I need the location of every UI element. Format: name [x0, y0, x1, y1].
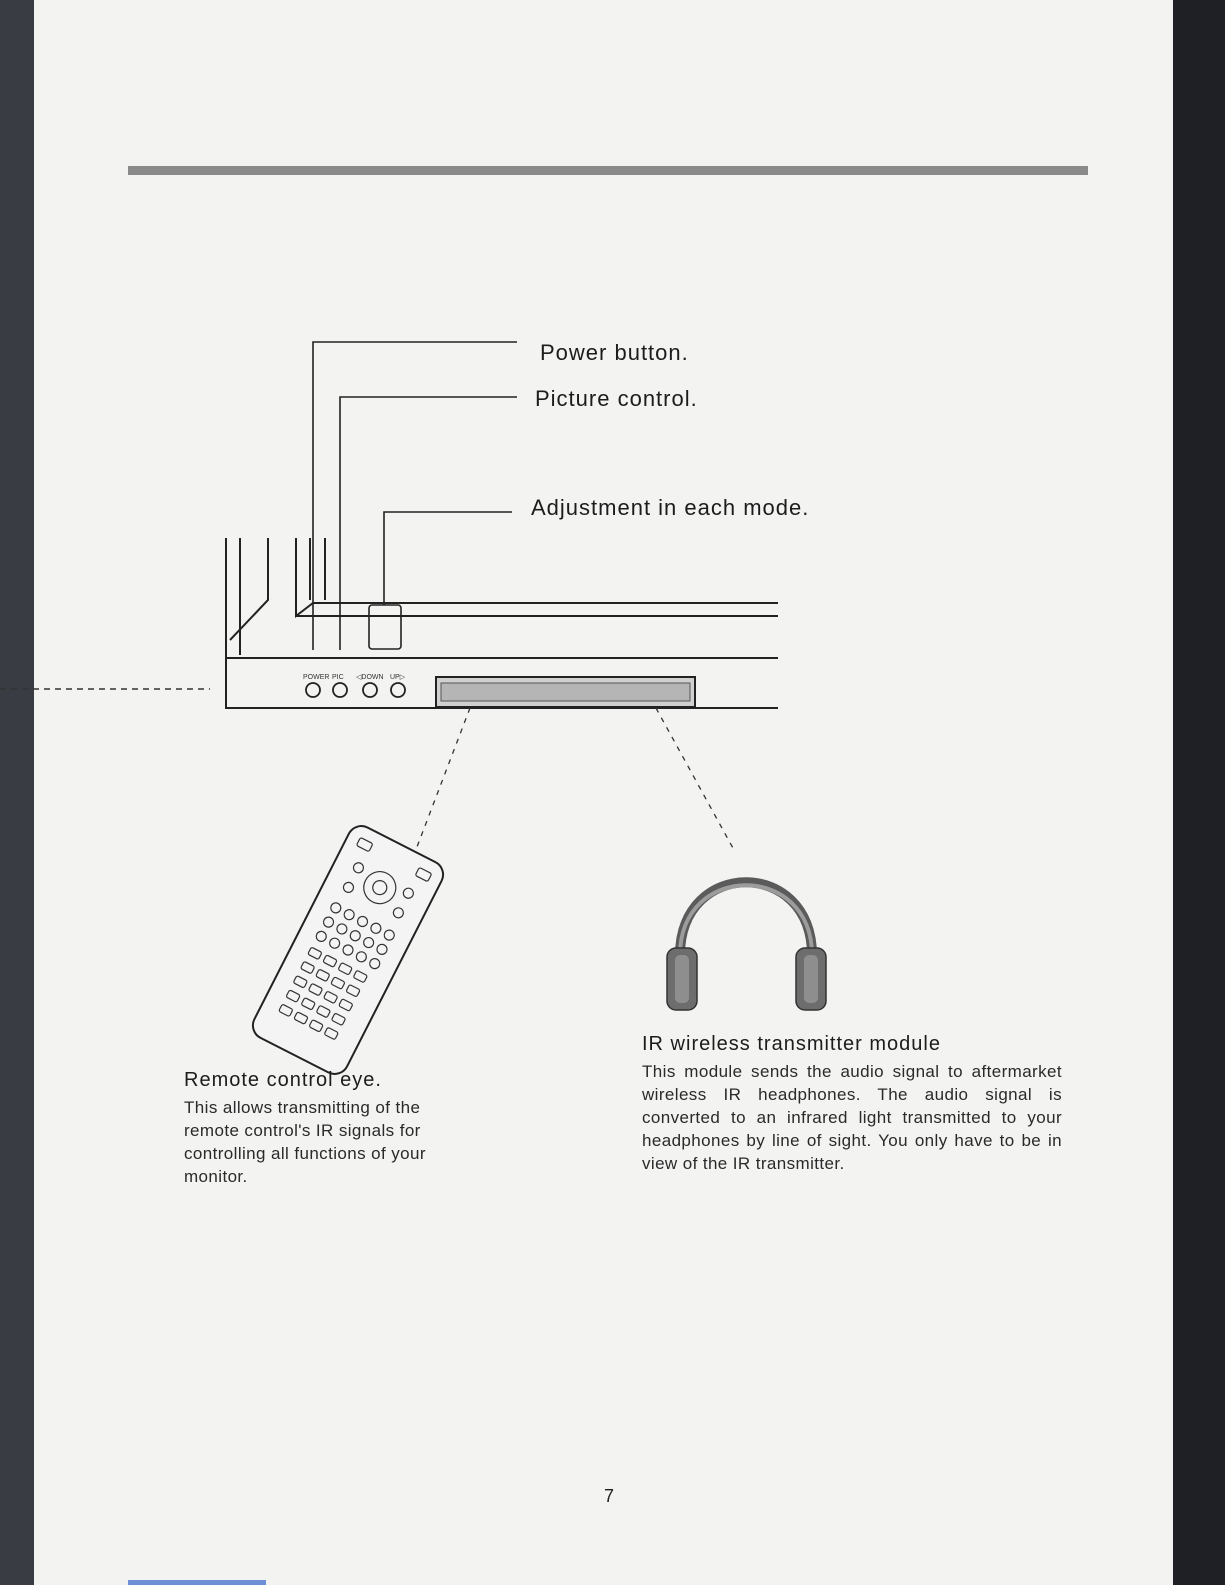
up-panel-button — [390, 682, 406, 698]
monitor-frame — [225, 538, 778, 709]
callout-picture-control: Picture control. — [535, 386, 698, 411]
ir-module-caption-body: This module sends the audio signal to af… — [642, 1062, 1062, 1173]
page-edge-left — [0, 0, 34, 1585]
callout-adjustment: Adjustment in each mode. — [531, 495, 810, 520]
page-edge-right — [1173, 0, 1225, 1585]
panel-label-power: POWER — [303, 674, 329, 681]
down-panel-button — [362, 682, 378, 698]
remote-sight-line — [411, 707, 471, 861]
remote-caption: Remote control eye. This allows transmit… — [184, 1069, 474, 1188]
headphone-sight-line — [655, 707, 735, 851]
ir-module-caption: IR wireless transmitter module This modu… — [642, 1033, 1062, 1175]
panel-label-down: ◁DOWN — [356, 674, 384, 681]
bottom-bar — [128, 1580, 266, 1585]
ir-module-caption-title: IR wireless transmitter module — [642, 1033, 941, 1055]
top-rule — [128, 166, 1088, 175]
remote-caption-title: Remote control eye. — [184, 1069, 382, 1091]
pic-panel-button — [332, 682, 348, 698]
headphones-icon — [666, 877, 827, 1011]
callout-leaders — [312, 341, 517, 650]
panel-label-pic: PIC — [332, 674, 344, 681]
page-number: 7 — [604, 1486, 615, 1506]
remote-control-icon — [251, 825, 445, 1075]
power-panel-button — [305, 682, 321, 698]
remote-caption-body: This allows transmitting of the remote c… — [184, 1098, 426, 1186]
callout-power-button: Power button. — [540, 340, 689, 365]
panel-buttons: POWER PIC ◁DOWN UP▷ — [303, 674, 406, 698]
panel-label-up: UP▷ — [390, 674, 406, 681]
ir-window-inner — [440, 682, 691, 702]
